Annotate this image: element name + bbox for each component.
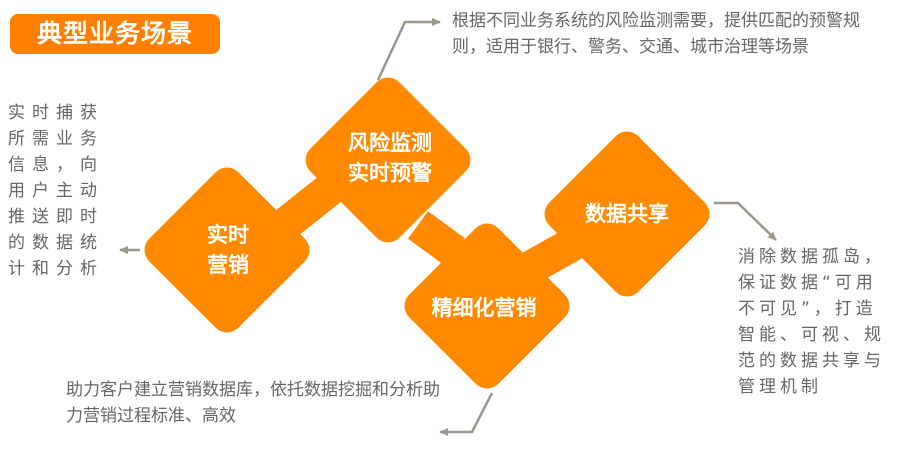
diamond-risk-monitoring bbox=[305, 77, 471, 243]
diamond-realtime-marketing bbox=[144, 167, 310, 333]
section-title-badge: 典型业务场景 bbox=[10, 14, 220, 54]
node-label-realtime-marketing: 实时 营销 bbox=[207, 223, 249, 277]
description-realtime-marketing: 实时捕获所需业务信息，向用户主动推送即时的数据统计和分析 bbox=[8, 103, 104, 279]
node-label-risk-monitoring: 风险监测 实时预警 bbox=[348, 131, 432, 185]
node-label-precision-marketing: 精细化营销 bbox=[431, 296, 537, 320]
description-precision-marketing: 助力客户建立营销数据库，依托数据挖掘和分析助力营销过程标准、高效 bbox=[66, 380, 440, 426]
arrow-precision-marketing bbox=[439, 392, 494, 436]
node-label-data-sharing: 数据共享 bbox=[585, 202, 669, 226]
description-risk-monitoring: 根据不同业务系统的风险监测需要，提供匹配的预警规则，适用于银行、警务、交通、城市… bbox=[452, 11, 860, 57]
arrow-risk-monitoring bbox=[376, 18, 441, 81]
diamond-data-sharing bbox=[544, 131, 710, 297]
arrow-data-sharing bbox=[714, 201, 777, 241]
diamond-precision-marketing bbox=[404, 223, 570, 389]
description-data-sharing: 消除数据孤岛，保证数据“可用不可见”，打造智能、可视、规范的数据共享与管理机制 bbox=[738, 247, 885, 397]
